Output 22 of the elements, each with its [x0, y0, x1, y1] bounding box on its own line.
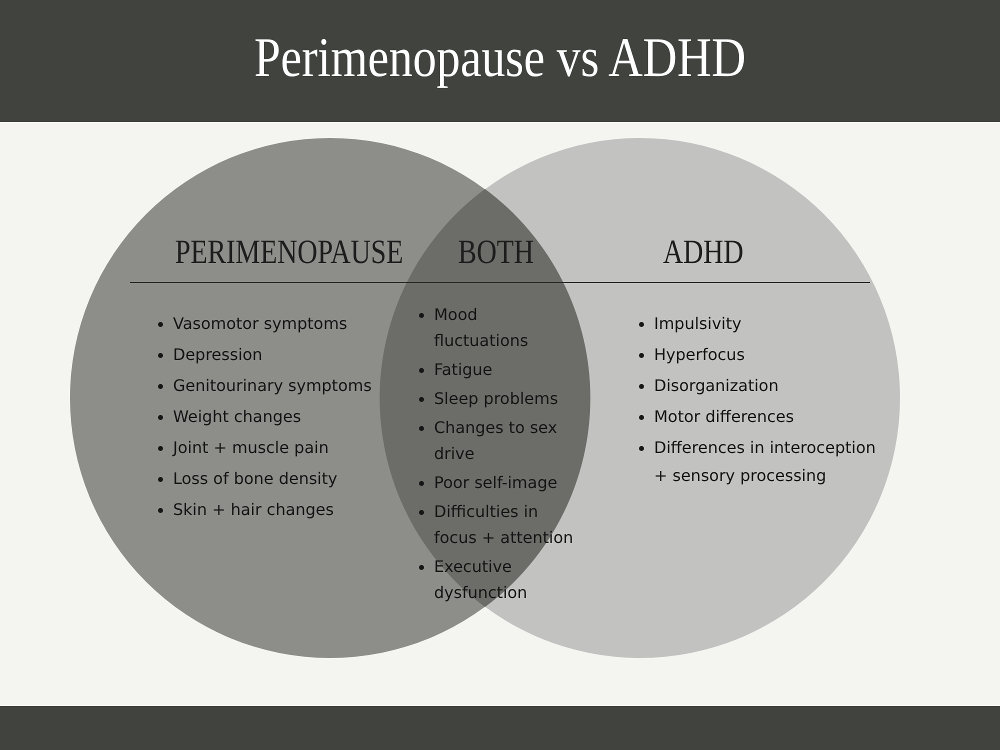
bullet-item: Disorganization: [654, 375, 780, 397]
bullet-item: Joint + muscle pain: [173, 437, 330, 459]
bullet-item: Vasomotor symptoms: [173, 313, 348, 335]
bullet-item: Impulsivity: [654, 313, 742, 335]
bullet-item: Mood fluctuations: [434, 304, 530, 352]
bullet-item: Genitourinary symptoms: [173, 375, 373, 397]
bullet-item: Hyperfocus: [654, 344, 746, 366]
bullet-item: Poor self-image: [434, 472, 558, 494]
bullet-item: Changes to sex drive: [434, 417, 558, 465]
bullet-item: Skin + hair changes: [173, 499, 335, 521]
bullet-item: Executive dysfunction: [434, 556, 528, 604]
bullet-item: Depression: [173, 344, 264, 366]
bullet-item: Loss of bone density: [173, 468, 338, 490]
title: Perimenopause vs ADHD: [253, 26, 747, 90]
section-heading: PERIMENOPAUSE: [175, 233, 404, 273]
bullet-item: Sleep problems: [434, 388, 560, 410]
section-heading: BOTH: [458, 233, 534, 273]
bullet-item: Weight changes: [173, 406, 302, 428]
bullet-item: Fatigue: [434, 359, 494, 381]
bullet-item: Differences in interoception + sensory processing: [654, 437, 877, 487]
bullet-item: Motor differences: [654, 406, 795, 428]
section-heading: ADHD: [663, 233, 744, 273]
